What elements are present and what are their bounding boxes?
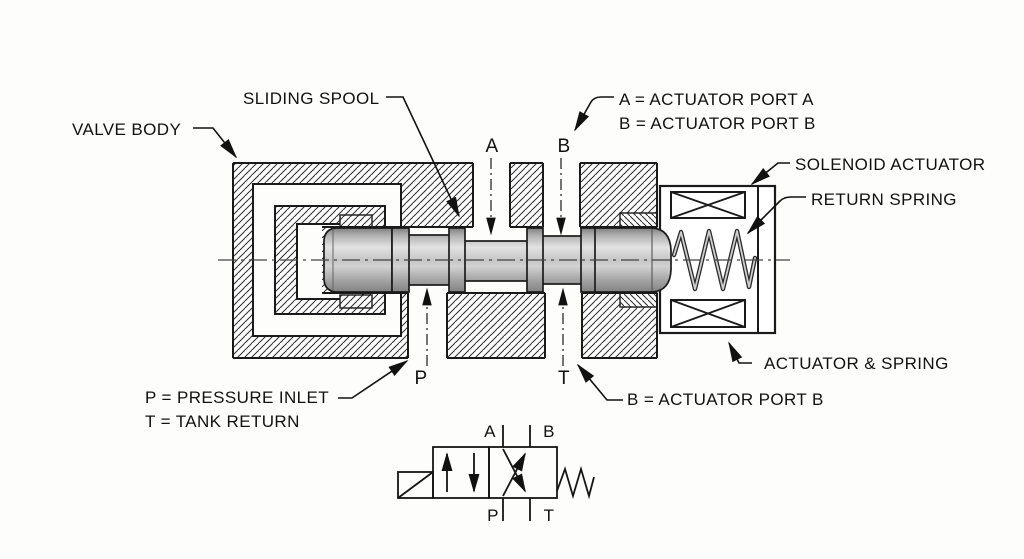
tube-seat-notch-top xyxy=(619,212,658,228)
actuator-spring-leader xyxy=(728,341,752,364)
retainer-tab-bottom xyxy=(339,294,373,309)
symbol-port-b-letter: B xyxy=(543,422,555,441)
port-p-letter: P xyxy=(414,368,427,389)
valve-body-leader xyxy=(193,127,238,159)
symbol-return-spring xyxy=(556,465,595,500)
valve-body-hatching xyxy=(233,163,657,358)
port-note-line-a: A = ACTUATOR PORT A xyxy=(619,90,814,109)
symbol-port-a-letter: A xyxy=(484,422,496,441)
symbol-port-letters: A B P T xyxy=(484,422,555,525)
sliding-spool-label: SLIDING SPOOL xyxy=(243,89,380,108)
solenoid-coil-bottom xyxy=(670,299,746,328)
return-spring-leader xyxy=(746,196,806,235)
pressure-tank-leader xyxy=(338,360,409,399)
solenoid-actuator-label: SOLENOID ACTUATOR xyxy=(795,155,985,174)
symbol-port-stubs xyxy=(502,425,531,521)
tank-return-label: T = TANK RETURN xyxy=(145,412,300,431)
return-spring-label: RETURN SPRING xyxy=(811,190,957,209)
callout-labels: VALVE BODY SLIDING SPOOL A = ACTUATOR PO… xyxy=(72,89,985,431)
symbol-position-crossed xyxy=(488,446,558,499)
port-t-letter: T xyxy=(558,368,570,389)
actuator-and-spring-label: ACTUATOR & SPRING xyxy=(764,354,949,373)
solenoid-actuator-leader xyxy=(750,162,790,186)
port-a-letter: A xyxy=(485,136,498,157)
callout-leaders xyxy=(193,96,806,401)
solenoid-coil-top xyxy=(670,191,746,219)
centerlines-and-port-arrows xyxy=(218,158,790,366)
symbol-solenoid-diagonal xyxy=(397,471,434,499)
valve-schematic-symbol xyxy=(397,425,595,521)
sliding-spool xyxy=(323,227,672,293)
valve-body-label: VALVE BODY xyxy=(72,120,181,139)
port-note-line-b: B = ACTUATOR PORT B xyxy=(619,114,816,133)
port-b-letter: B xyxy=(557,136,570,157)
symbol-port-t-letter: T xyxy=(544,506,555,525)
section-port-letters: A B P T xyxy=(414,136,570,389)
pressure-inlet-label: P = PRESSURE INLET xyxy=(145,388,329,407)
port-b-bottom-leader xyxy=(576,363,623,401)
port-note-leader xyxy=(574,96,614,132)
symbol-cross-a-to-t xyxy=(502,448,526,493)
valve-body-outline xyxy=(232,162,658,359)
spool-neck-2 xyxy=(457,240,535,282)
symbol-port-p-letter: P xyxy=(487,506,499,525)
sliding-spool-leader xyxy=(386,96,460,218)
port-b-bottom-label: B = ACTUATOR PORT B xyxy=(627,390,824,409)
tube-seat-notch-bottom xyxy=(619,292,658,308)
